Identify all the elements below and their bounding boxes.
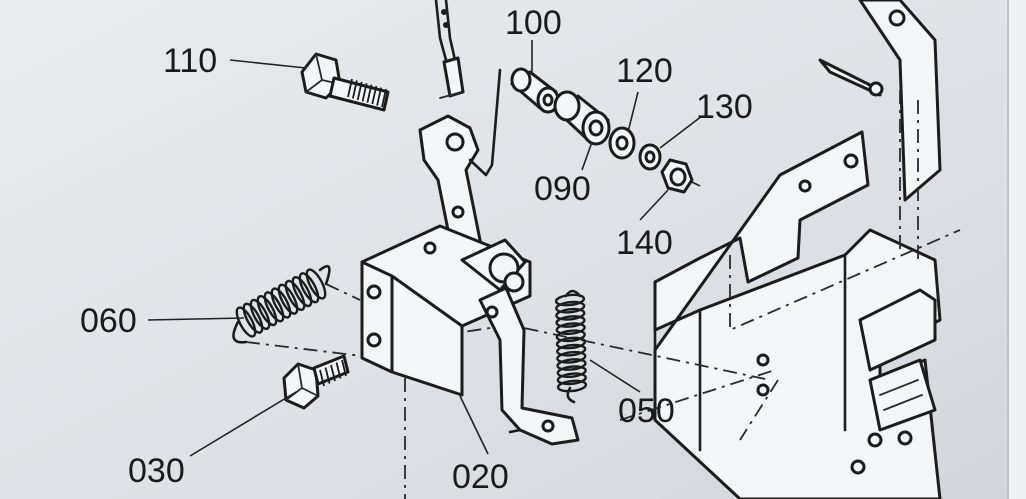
washer-120 <box>608 126 636 160</box>
pedal-arm <box>478 286 580 446</box>
leader-lines <box>147 40 703 457</box>
collar-090 <box>553 90 611 146</box>
washer-130 <box>638 143 662 171</box>
bushing-100 <box>510 67 560 114</box>
bolt-030 <box>282 354 350 410</box>
spring-060 <box>235 268 327 338</box>
frame-chassis <box>653 0 961 499</box>
callout-020: 020 <box>452 458 509 496</box>
spring-060-hook-top <box>318 265 331 286</box>
callout-090: 090 <box>534 170 591 208</box>
spring-050 <box>554 293 588 393</box>
callout-130: 130 <box>696 88 753 126</box>
callout-100: 100 <box>505 4 562 42</box>
throttle-cable <box>434 0 465 99</box>
callout-110: 110 <box>163 42 217 80</box>
callout-140: 140 <box>616 224 673 262</box>
callout-050: 050 <box>618 392 675 430</box>
callout-060: 060 <box>80 302 137 340</box>
spring-060-hook-bottom <box>232 320 248 344</box>
monitor-bezel <box>1008 0 1026 499</box>
bolt-110 <box>300 52 390 112</box>
callout-labels: 110 100 120 130 090 140 060 050 030 020 <box>80 4 753 496</box>
nut-140 <box>660 158 701 194</box>
callout-030: 030 <box>128 452 185 490</box>
callout-120: 120 <box>616 52 673 90</box>
